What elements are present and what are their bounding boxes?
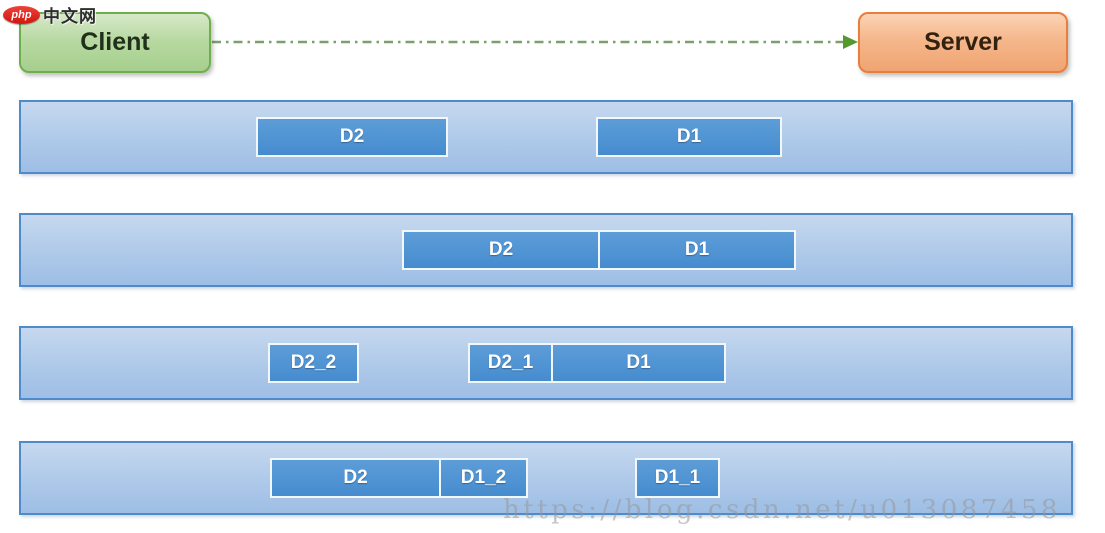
packet-segment-d2: D2	[270, 458, 441, 498]
transfer-arrow	[212, 35, 858, 49]
server-node: Server	[858, 12, 1068, 73]
packet-segment-d1-2: D1_2	[439, 458, 528, 498]
php-logo-icon: php	[3, 5, 40, 24]
csdn-watermark: https://blog.csdn.net/u013087458	[503, 495, 1061, 525]
client-node: Client	[19, 12, 211, 73]
packet-segment-d2: D2	[256, 117, 448, 157]
packet-segment-d1: D1	[551, 343, 726, 383]
site-logo: php 中文网	[3, 2, 97, 27]
packet-lane-2: D2 D1	[19, 213, 1073, 287]
site-logo-text: 中文网	[43, 7, 97, 26]
packet-segment-d2-1: D2_1	[468, 343, 553, 383]
packet-segment-d2: D2	[402, 230, 600, 270]
packet-segment-d1-1: D1_1	[635, 458, 720, 498]
packet-segment-d2-2: D2_2	[268, 343, 359, 383]
arrow-head-icon	[843, 35, 858, 49]
packet-segment-d1: D1	[598, 230, 796, 270]
packet-lane-1: D2 D1	[19, 100, 1073, 174]
packet-lane-4: D2 D1_2 D1_1	[19, 441, 1073, 515]
packet-lane-3: D2_2 D2_1 D1	[19, 326, 1073, 400]
packet-segment-d1: D1	[596, 117, 782, 157]
